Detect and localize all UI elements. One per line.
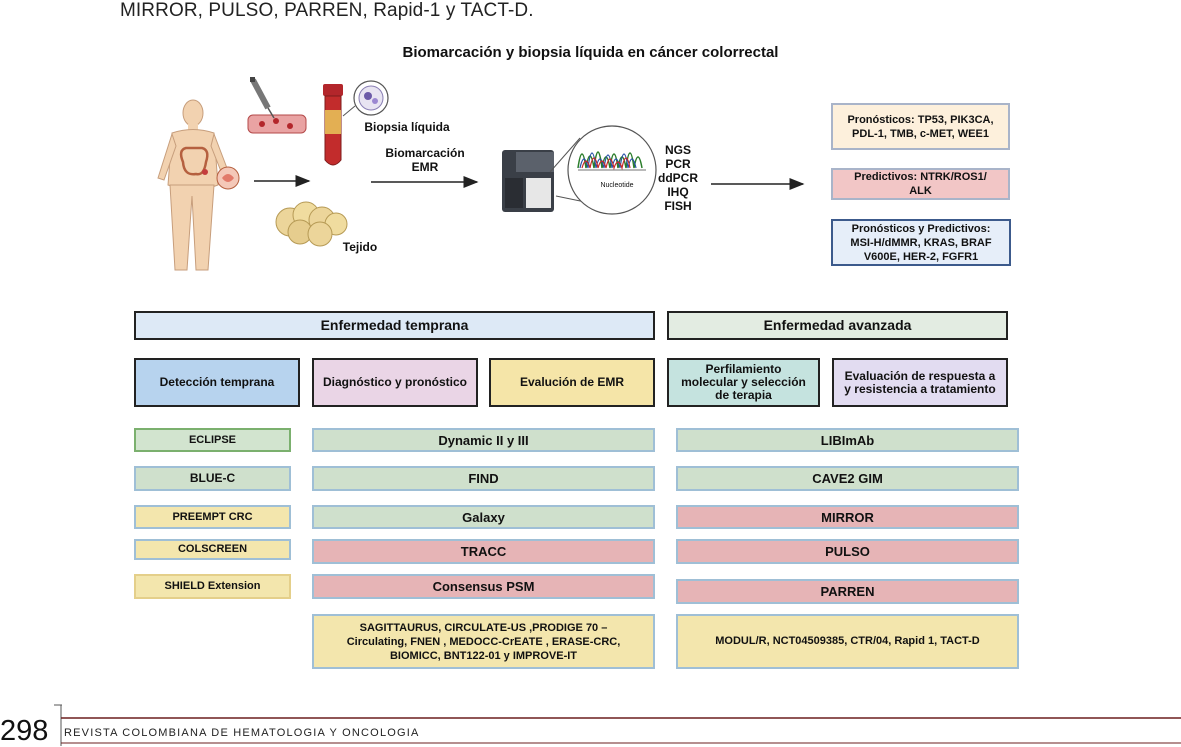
category-perfil-line2: molecular y selección: [681, 375, 806, 389]
chromatogram-icon: [567, 125, 657, 215]
workflow-illustration: [157, 77, 805, 271]
result-predictivos-line2: ALK: [909, 185, 932, 197]
trial-label: Dynamic II y III: [438, 432, 529, 448]
label-biopsia-liquida: Biopsia líquida: [364, 120, 450, 134]
trial-label: PREEMPT CRC: [172, 510, 253, 523]
trial-libimab: LIBImAb: [676, 428, 1019, 452]
category-perfil-line3: de terapia: [715, 388, 772, 402]
sequencer-machine-icon: [502, 150, 554, 212]
blood-tube-icon: [323, 84, 343, 166]
label-emr: EMR: [411, 160, 439, 174]
trial-label: PARREN: [820, 584, 875, 599]
method-pcr: PCR: [665, 157, 691, 171]
footer-rules: [54, 704, 1181, 746]
trial-dynamic: Dynamic II y III: [312, 428, 655, 452]
trial-label: MIRROR: [821, 509, 874, 525]
category-evaluacion-emr-label: Evalución de EMR: [519, 375, 625, 389]
method-ngs: NGS: [664, 143, 691, 157]
trial-label: Galaxy: [462, 509, 505, 525]
category-diagnostico-label: Diagnóstico y pronóstico: [322, 375, 467, 389]
method-fish: FISH: [664, 199, 692, 213]
category-perfilamiento: Perfilamiento molecular y selección de t…: [667, 358, 820, 407]
syringe-icon: [250, 77, 275, 119]
category-diagnostico-pronostico: Diagnóstico y pronóstico: [312, 358, 478, 407]
category-respuesta-line2: y resistencia a tratamiento: [844, 381, 996, 396]
trial-label: TRACC: [460, 544, 507, 559]
header-enfermedad-temprana: Enfermedad temprana: [134, 311, 655, 340]
header-enfermedad-avanzada: Enfermedad avanzada: [667, 311, 1008, 340]
label-biomarcacion: Biomarcación: [385, 146, 465, 160]
category-evaluacion-emr: Evalución de EMR: [489, 358, 655, 407]
result-ambos-line2: MSI-H/dMMR, KRAS, BRAF: [850, 236, 992, 249]
trial-parren: PARREN: [676, 579, 1019, 604]
trial-pulso: PULSO: [676, 539, 1019, 564]
result-pronosticos-line1: Pronósticos: TP53, PIK3CA,: [847, 113, 994, 126]
magnified-cells-icon: [353, 80, 389, 116]
method-ihq: IHQ: [667, 185, 689, 199]
trial-label: PULSO: [825, 544, 870, 559]
human-body-icon: [157, 99, 240, 271]
category-deteccion-label: Detección temprana: [159, 375, 275, 389]
trial-tracc: TRACC: [312, 539, 655, 564]
category-deteccion-temprana: Detección temprana: [134, 358, 300, 407]
trial-group-emr: SAGITTAURUS, CIRCULATE-US ,PRODIGE 70 – …: [312, 614, 655, 669]
figure-title: Biomarcación y biopsia líquida en cáncer…: [402, 44, 779, 61]
trial-shield-extension: SHIELD Extension: [134, 574, 291, 599]
result-ambos-line1: Pronósticos y Predictivos:: [851, 222, 991, 235]
trial-group-advanced-label: MODUL/R, NCT04509385, CTR/04, Rapid 1, T…: [715, 635, 980, 647]
result-predictivos-line1: Predictivos: NTRK/ROS1/: [854, 171, 987, 183]
tissue-icon: [275, 201, 348, 247]
trial-mirror: MIRROR: [676, 505, 1019, 529]
blood-vessel-icon: [247, 114, 307, 134]
journal-name: REVISTA COLOMBIANA DE HEMATOLOGIA Y ONCO…: [64, 727, 420, 739]
trial-label: COLSCREEN: [177, 543, 248, 555]
trial-label: BLUE-C: [189, 471, 236, 485]
method-ddpcr: ddPCR: [658, 171, 698, 185]
trial-blue-c: BLUE-C: [134, 466, 291, 491]
trial-consensus-psm: Consensus PSM: [312, 574, 655, 599]
trial-label: Consensus PSM: [432, 579, 535, 594]
trial-label: CAVE2 GIM: [812, 471, 883, 486]
result-pronosticos-line2: PDL-1, TMB, c-MET, WEE1: [852, 127, 989, 140]
result-pronosticos-predictivos: Pronósticos y Predictivos: MSI-H/dMMR, K…: [831, 219, 1011, 266]
trial-label: FIND: [468, 471, 499, 486]
trial-preempt-crc: PREEMPT CRC: [134, 505, 291, 529]
result-pronosticos: Pronósticos: TP53, PIK3CA, PDL-1, TMB, c…: [831, 103, 1010, 150]
trial-group-line2: Circulating, FNEN , MEDOCC-CrEATE , ERAS…: [346, 635, 621, 648]
trial-group-advanced: MODUL/R, NCT04509385, CTR/04, Rapid 1, T…: [676, 614, 1019, 669]
category-respuesta-line1: Evaluación de respuesta a: [844, 368, 996, 383]
trial-group-line3: BIOMICC, BNT122-01 y IMPROVE-IT: [389, 649, 578, 662]
page-number: 298: [0, 715, 49, 747]
trial-colscreen: COLSCREEN: [134, 539, 291, 560]
preceding-text: MIRROR, PULSO, PARREN, Rapid-1 y TACT-D.: [120, 0, 534, 21]
category-evaluacion-respuesta: Evaluación de respuesta a y resistencia …: [832, 358, 1008, 407]
trial-label: LIBImAb: [820, 432, 875, 448]
header-temprana-label: Enfermedad temprana: [320, 317, 469, 333]
trial-eclipse: ECLIPSE: [134, 428, 291, 452]
trial-find: FIND: [312, 466, 655, 491]
trial-galaxy: Galaxy: [312, 505, 655, 529]
header-avanzada-label: Enfermedad avanzada: [763, 317, 912, 333]
result-ambos-line3: V600E, HER-2, FGFR1: [863, 250, 979, 263]
trial-cave2-gim: CAVE2 GIM: [676, 466, 1019, 491]
category-perfil-line1: Perfilamiento: [705, 362, 782, 376]
trial-label: SHIELD Extension: [164, 580, 261, 592]
label-nucleotide: Nucleotide: [600, 182, 634, 189]
trial-group-line1: SAGITTAURUS, CIRCULATE-US ,PRODIGE 70 –: [359, 621, 608, 634]
result-predictivos: Predictivos: NTRK/ROS1/ ALK: [831, 168, 1010, 200]
label-tejido: Tejido: [342, 240, 378, 254]
trial-label: ECLIPSE: [188, 433, 237, 446]
